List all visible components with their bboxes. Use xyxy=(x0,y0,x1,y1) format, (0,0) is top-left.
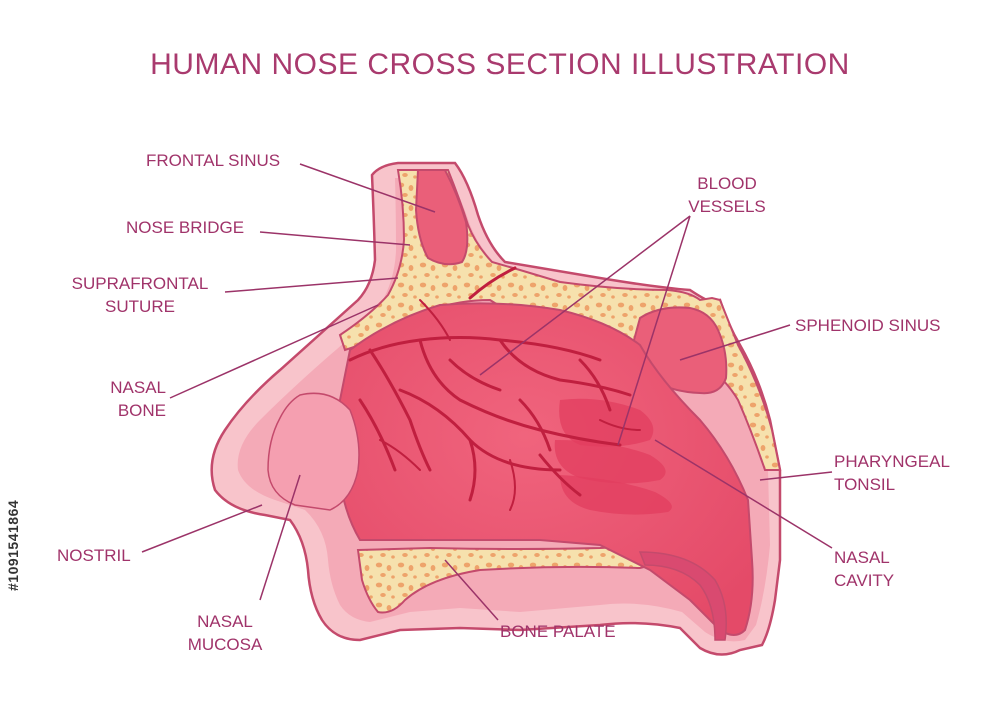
label-nose-bridge: NOSE BRIDGE xyxy=(126,218,245,237)
leader-nose-bridge xyxy=(259,231,411,246)
label-nasal-cavity: NASAL CAVITY xyxy=(834,548,895,590)
label-bone-palate: BONE PALATE xyxy=(500,622,616,641)
leader-blood-vessels-1 xyxy=(479,215,691,376)
bone-palate-shape xyxy=(356,543,674,614)
frontal-sinus-shape xyxy=(414,169,469,266)
leader-frontal-sinus xyxy=(299,163,436,213)
leader-nasal-cavity xyxy=(654,439,833,549)
leader-blood-vessels-2 xyxy=(617,215,691,446)
diagram-title: HUMAN NOSE CROSS SECTION ILLUSTRATION xyxy=(150,48,850,81)
leader-nasal-bone xyxy=(169,304,379,399)
leader-lines xyxy=(141,163,833,621)
turbinate-middle xyxy=(554,440,666,484)
leader-nostril xyxy=(141,504,263,553)
nostril-area xyxy=(267,392,360,511)
soft-palate xyxy=(638,551,727,641)
leader-nasal-mucosa xyxy=(259,474,301,601)
label-suprafrontal-suture: SUPRAFRONTAL SUTURE xyxy=(71,274,209,316)
label-frontal-sinus: FRONTAL SINUS xyxy=(146,151,281,170)
blood-vessel-network xyxy=(348,266,641,511)
label-pharyngeal-tonsil: PHARYNGEAL TONSIL xyxy=(834,452,950,494)
leader-suprafrontal-suture xyxy=(224,277,399,293)
label-nasal-bone: NASAL BONE xyxy=(110,378,166,420)
leader-sphenoid-sinus xyxy=(679,324,791,361)
label-nostril: NOSTRIL xyxy=(57,546,131,565)
leader-bone-palate xyxy=(444,559,499,621)
label-blood-vessels: BLOOD VESSELS xyxy=(688,174,766,216)
label-nasal-mucosa: NASAL MUCOSA xyxy=(187,612,263,654)
leader-pharyngeal-tonsil xyxy=(759,471,833,481)
label-sphenoid-sinus: SPHENOID SINUS xyxy=(795,316,941,335)
turbinate-lower xyxy=(560,475,672,515)
stock-id-watermark: #1091541864 xyxy=(5,499,21,591)
